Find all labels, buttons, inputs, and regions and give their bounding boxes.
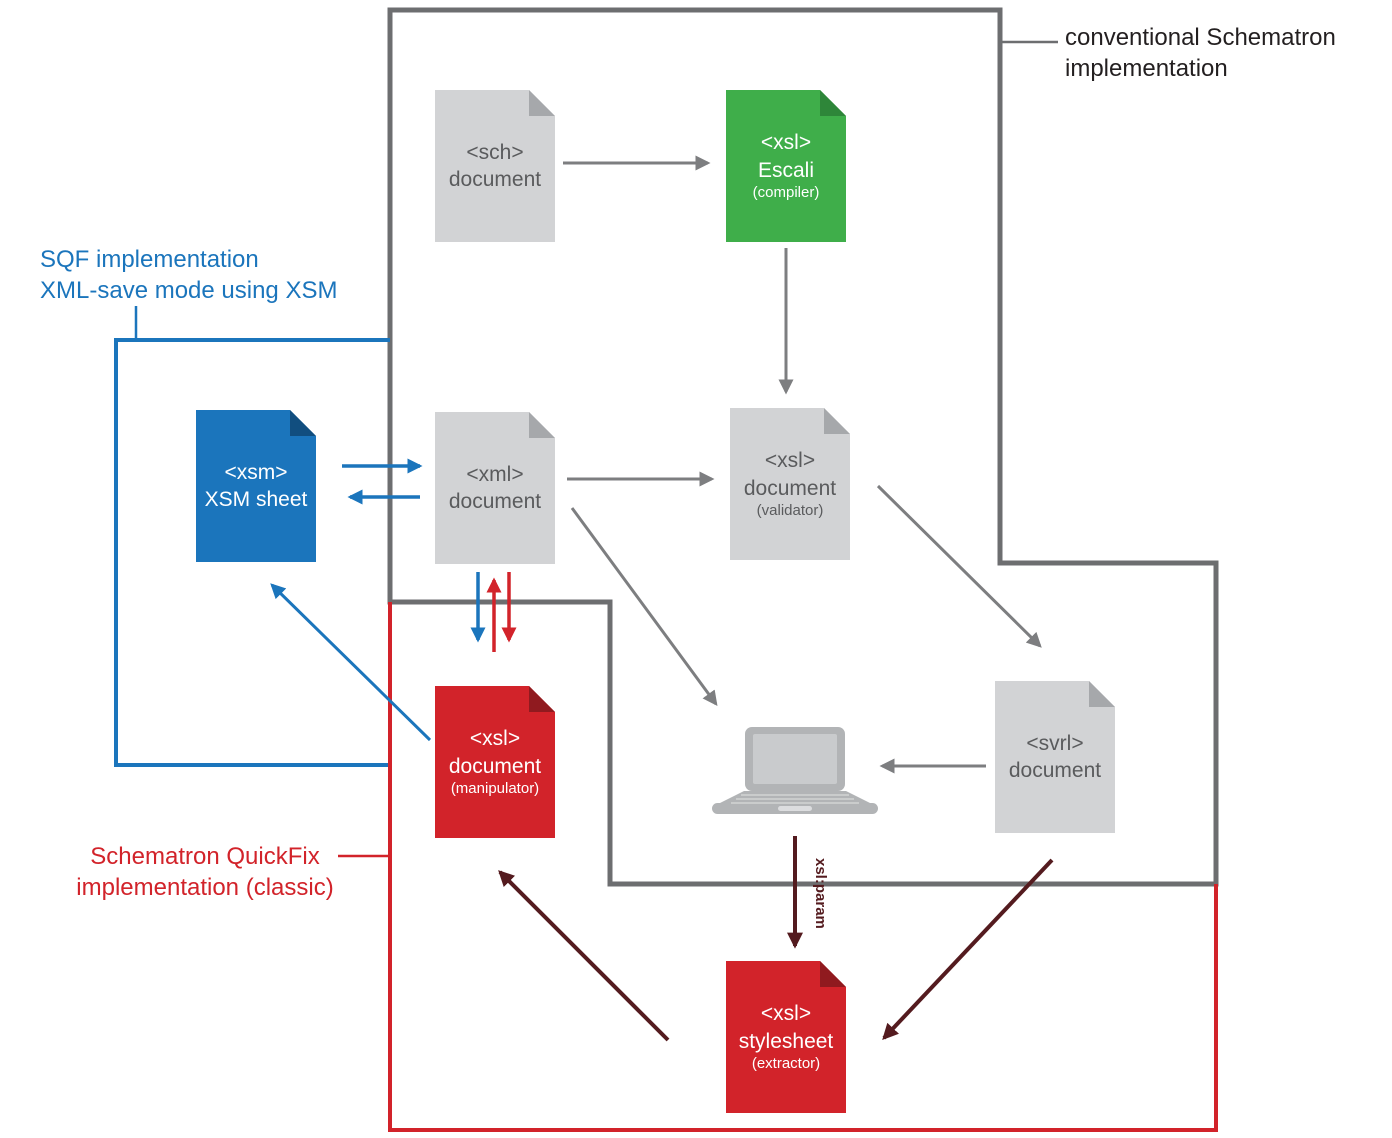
- xsl-param-label: xsl:param: [812, 858, 829, 929]
- label-line: Schematron QuickFix: [90, 843, 320, 870]
- doc-line: document: [743, 476, 837, 500]
- doc-line: <xsl>: [469, 727, 521, 751]
- doc-line: <xsl>: [760, 131, 812, 155]
- label-line: conventional Schematron: [1065, 24, 1336, 51]
- document-label: <xsl> document (manipulator): [435, 686, 555, 838]
- document-label: <svrl> document: [995, 681, 1115, 833]
- doc-line: <xsl>: [760, 1002, 812, 1026]
- escali-compiler-document: <xsl> Escali (compiler): [726, 90, 846, 242]
- doc-line: <xsl>: [764, 449, 816, 473]
- doc-line: Escali: [757, 158, 815, 182]
- document-label: <xml> document: [435, 412, 555, 564]
- doc-subline: (extractor): [751, 1054, 821, 1072]
- doc-line: <svrl>: [1026, 731, 1084, 755]
- label-line: implementation (classic): [76, 874, 334, 902]
- doc-line: stylesheet: [738, 1029, 834, 1053]
- xsm-sheet-document: <xsm> XSM sheet: [196, 410, 316, 562]
- document-label: <sch> document: [435, 90, 555, 242]
- arrow-validator-to-svrl: [876, 484, 1042, 648]
- label-line: SQF implementation: [40, 246, 259, 273]
- laptop-icon: [712, 727, 878, 814]
- svrl-document: <svrl> document: [995, 681, 1115, 833]
- document-label: <xsm> XSM sheet: [196, 410, 316, 562]
- doc-subline: (manipulator): [450, 779, 540, 797]
- sch-document: <sch> document: [435, 90, 555, 242]
- extractor-stylesheet-document: <xsl> stylesheet (extractor): [726, 961, 846, 1113]
- doc-subline: (validator): [756, 501, 824, 519]
- sqf-region-border: [114, 338, 390, 767]
- validator-document: <xsl> document (validator): [730, 408, 850, 560]
- doc-subline: (compiler): [752, 183, 820, 201]
- doc-line: XSM sheet: [204, 488, 308, 511]
- doc-line: document: [448, 754, 542, 778]
- doc-line: <xml>: [466, 462, 524, 486]
- xml-document: <xml> document: [435, 412, 555, 564]
- arrow-svrl-to-extractor: [882, 858, 1054, 1040]
- document-label: <xsl> stylesheet (extractor): [726, 961, 846, 1113]
- document-label: <xsl> document (validator): [730, 408, 850, 560]
- doc-line: <xsm>: [224, 460, 288, 484]
- document-label: <xsl> Escali (compiler): [726, 90, 846, 242]
- quickfix-region-label: Schematron QuickFix implementation (clas…: [55, 841, 355, 903]
- doc-line: document: [1008, 759, 1102, 782]
- arrow-xml-to-laptop: [570, 507, 718, 707]
- manipulator-document: <xsl> document (manipulator): [435, 686, 555, 838]
- arrow-manipulator-to-xsm: [270, 583, 432, 742]
- doc-line: <sch>: [466, 140, 524, 164]
- doc-line: document: [448, 490, 542, 513]
- quickfix-region-border: [388, 602, 1218, 1132]
- label-line: implementation: [1065, 55, 1228, 83]
- sqf-region-label: SQF implementation XML-save mode using X…: [40, 244, 337, 306]
- conventional-region-label: conventional Schematron implementation: [1065, 22, 1336, 84]
- doc-line: document: [448, 168, 542, 191]
- label-line: XML-save mode using XSM: [40, 277, 338, 305]
- arrow-extractor-to-manipulator: [498, 870, 670, 1042]
